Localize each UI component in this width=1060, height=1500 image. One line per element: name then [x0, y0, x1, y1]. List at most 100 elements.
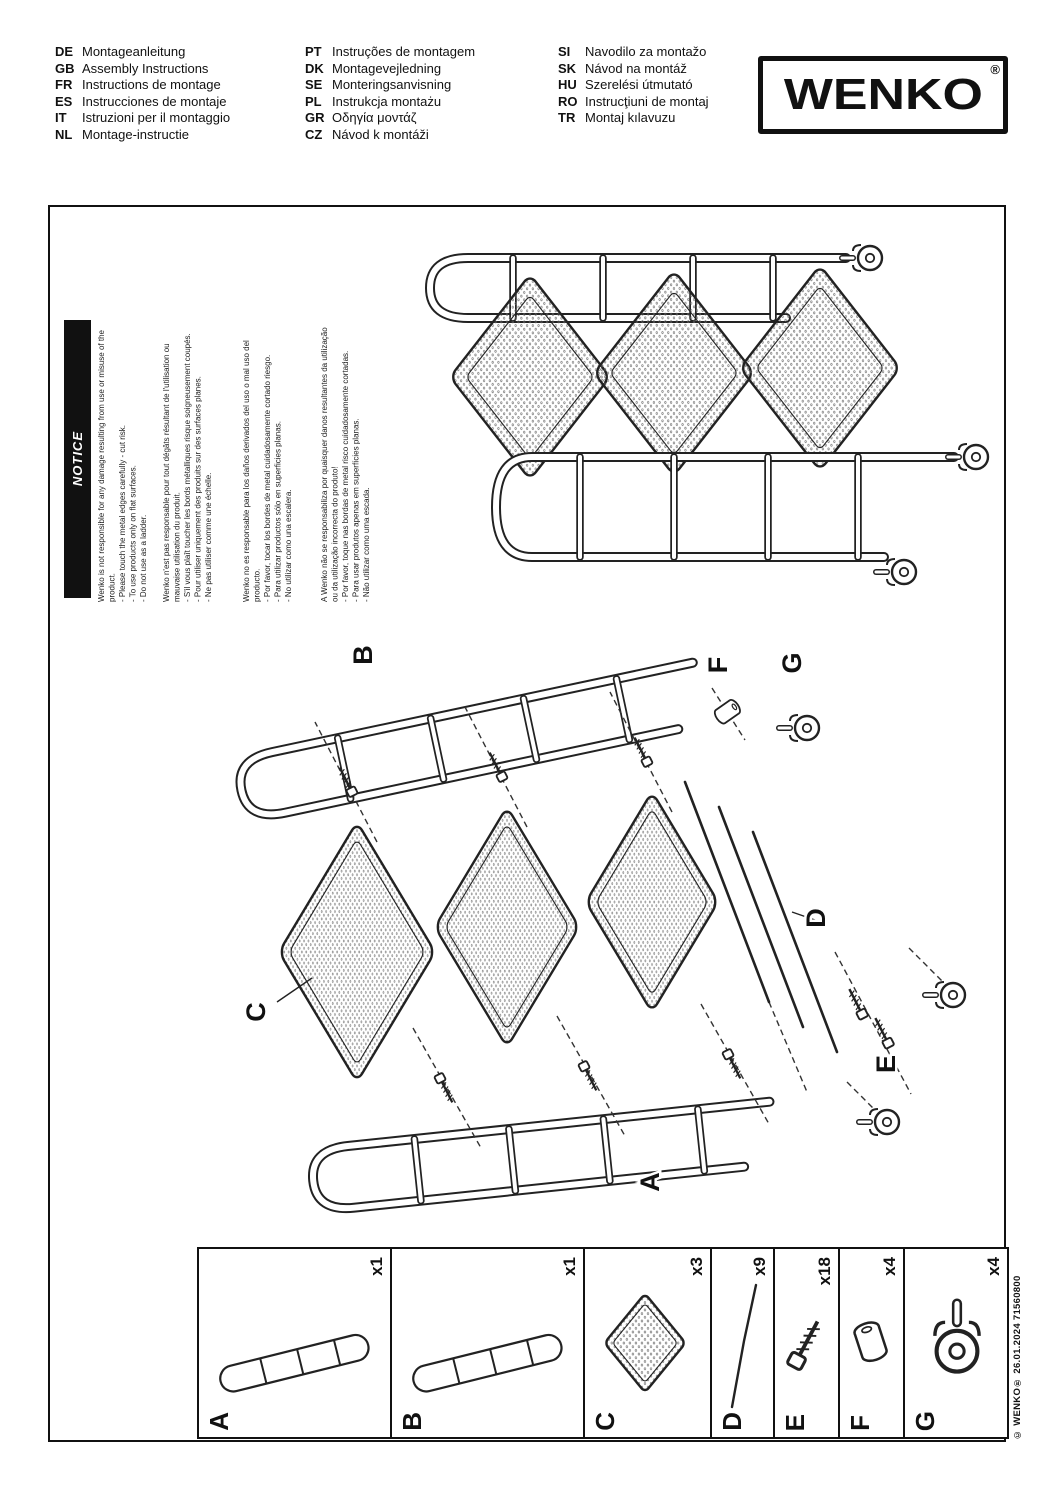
language-entry: DK Montagevejledning [305, 61, 475, 78]
notice-text-block: Wenko no es responsable para los daños d… [242, 340, 293, 602]
part-qty: x4 [984, 1257, 1003, 1276]
language-name: Assembly Instructions [82, 60, 209, 76]
parts-table: x1 A x1 B [197, 1247, 1009, 1439]
part-a-drawing [219, 1333, 370, 1393]
notice-bar: NOTICE [64, 320, 91, 598]
part-c-drawing [585, 1249, 710, 1437]
language-name: Instrucciones de montaje [82, 93, 227, 109]
language-entry: IT Istruzioni per il montaggio [55, 110, 230, 127]
part-qty: x18 [815, 1257, 834, 1286]
language-name: Instrucţiuni de montaj [585, 93, 709, 109]
part-letter: B [397, 1412, 427, 1431]
language-name: Montage-instructie [82, 126, 189, 142]
language-code: IT [55, 110, 67, 125]
language-entry: SE Monteringsanvisning [305, 77, 475, 94]
language-name: Istruzioni per il montaggio [82, 110, 231, 125]
part-qty: x4 [880, 1257, 899, 1276]
diagram-frame: NOTICE Wenko is not responsible for any … [48, 205, 1009, 1442]
language-code: PL [305, 93, 322, 109]
caster-drawing [779, 715, 819, 741]
caster-drawing [925, 982, 965, 1008]
mesh-shelf-drawing [279, 822, 435, 1082]
copyright-note: © WENKO® 26.01.2024 71560800 [1012, 1275, 1023, 1440]
language-name: Szerelési útmutató [585, 77, 693, 92]
language-entry: DE Montageanleitung [55, 44, 230, 61]
parts-table-cell-c: x3 C [585, 1249, 712, 1437]
language-code: SE [305, 77, 323, 92]
part-letter: E [780, 1413, 810, 1431]
mesh-shelf-drawing [740, 265, 900, 470]
notice-text-block: Wenko is not responsible for any damage … [97, 330, 148, 602]
part-b-drawing [412, 1333, 563, 1393]
parts-table-cell-f: x4 F [840, 1249, 905, 1437]
language-code: TR [558, 110, 576, 125]
part-letter: G [910, 1410, 940, 1431]
caster-drawing [842, 245, 882, 271]
part-f-drawing [853, 1321, 888, 1363]
cart-back-frame [424, 253, 851, 323]
caster-drawing [876, 559, 916, 585]
language-code: DE [55, 44, 74, 59]
notice-text-block: Wenko n'est pas responsable pour tout dé… [162, 333, 213, 602]
language-code: SK [558, 60, 577, 76]
language-code: DK [305, 60, 324, 76]
part-qty: x1 [367, 1257, 386, 1276]
language-code: GR [305, 110, 325, 125]
rod-drawing [683, 780, 771, 1004]
part-label-f: F [703, 657, 733, 674]
caster-drawing [948, 444, 988, 470]
language-code: SI [558, 44, 571, 59]
assembled-cart-drawing [424, 220, 998, 620]
mesh-shelf-drawing [594, 270, 754, 475]
language-code: HU [558, 77, 577, 92]
language-name: Montagevejledning [332, 60, 442, 76]
parts-table-cell-e: x18 E [775, 1249, 840, 1437]
language-entry: TR Montaj kılavuzu [558, 110, 709, 127]
language-name: Instructions de montage [82, 77, 221, 92]
mesh-shelf-drawing [435, 807, 579, 1047]
part-label-d: D [801, 908, 831, 928]
language-entry: PL Instrukcja montażu [305, 94, 475, 111]
language-name: Instruções de montagem [332, 44, 476, 59]
language-name: Návod k montáži [332, 126, 429, 142]
part-label-a: A [635, 1172, 665, 1192]
language-entry: GR Οδηγία μοντάζ [305, 110, 475, 127]
language-name: Monteringsanvisning [332, 77, 452, 92]
language-name: Οδηγία μοντάζ [332, 110, 417, 125]
language-name: Návod na montáž [585, 60, 687, 76]
notice-title: NOTICE [70, 431, 85, 487]
part-g-drawing [905, 1249, 1007, 1437]
exploded-diagram-drawing: B C A D E F G [235, 643, 977, 1214]
rod-drawing [751, 830, 839, 1054]
language-name: Instrukcja montażu [332, 93, 442, 109]
parts-table-cell-g: x4 G [905, 1249, 1007, 1437]
part-label-e: E [871, 1055, 901, 1073]
language-name: Montageanleitung [82, 44, 186, 59]
frame-a-drawing [308, 1096, 775, 1214]
registered-mark-icon: ® [990, 62, 1000, 77]
mesh-shelf-drawing [450, 274, 610, 479]
part-d-drawing [730, 1283, 758, 1409]
screw-drawing [869, 1014, 896, 1051]
mesh-shelf-drawing [586, 792, 718, 1013]
parts-table-cell-a: x1 A [199, 1249, 392, 1437]
language-name: Montaj kılavuzu [585, 110, 676, 125]
part-qty: x9 [750, 1257, 769, 1276]
part-letter: D [717, 1412, 747, 1431]
language-entry: HU Szerelési útmutató [558, 77, 709, 94]
parts-table-cell-d: x9 D [712, 1249, 775, 1437]
language-name: Navodilo za montažo [585, 44, 707, 59]
part-label-b: B [348, 645, 378, 665]
notice-text-block: A Wenko não se responsabiliza por quaisq… [320, 327, 371, 602]
frame-b-drawing [235, 657, 698, 820]
